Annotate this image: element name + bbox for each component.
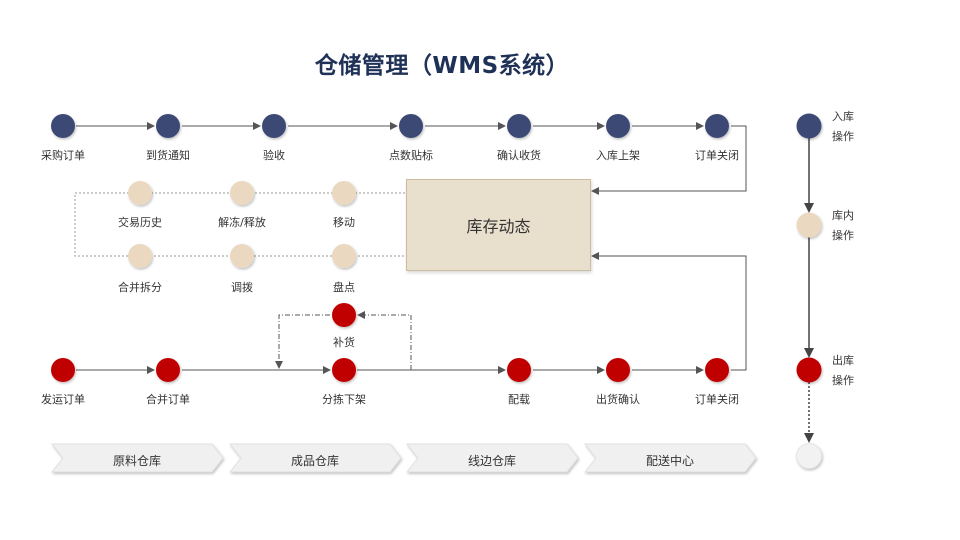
outbound-label: 合并订单 — [146, 393, 190, 406]
inbound-node — [705, 114, 729, 138]
legend-label-line: 库内 — [832, 209, 854, 222]
internal-node — [230, 181, 254, 205]
legend-column — [796, 113, 822, 469]
internal-label: 盘点 — [333, 281, 355, 294]
outbound-label: 配载 — [508, 393, 530, 406]
replenish-loop — [275, 311, 412, 370]
internal-label: 调拨 — [231, 281, 253, 294]
legend-outbound-node — [796, 357, 822, 383]
legend-internal-node — [796, 212, 822, 238]
inbound-node — [262, 114, 286, 138]
outbound-node — [332, 358, 356, 382]
page-title: 仓储管理（WMS系统） — [314, 53, 570, 79]
warehouse-banners — [51, 443, 757, 473]
internal-node — [128, 181, 152, 205]
outbound-label: 订单关闭 — [695, 393, 739, 406]
warehouse-label: 成品仓库 — [290, 454, 340, 468]
inbound-label: 采购订单 — [41, 149, 85, 162]
inventory-dynamics-box: 库存动态 — [406, 179, 591, 271]
legend-label-line: 入库 — [832, 110, 854, 123]
inbound-label: 确认收货 — [497, 149, 541, 162]
replenish-in-arrow — [357, 311, 412, 370]
outbound-node — [507, 358, 531, 382]
inbound-connectors — [76, 122, 747, 195]
legend-label: 出库 操作 — [832, 351, 854, 391]
inventory-dynamics-label: 库存动态 — [466, 217, 531, 236]
outbound-nodes — [51, 303, 729, 382]
inbound-node — [156, 114, 180, 138]
legend-label-line: 操作 — [832, 130, 854, 143]
inbound-label: 订单关闭 — [695, 149, 739, 162]
inbound-node — [399, 114, 423, 138]
inbound-label: 验收 — [263, 149, 285, 162]
banner-shape — [229, 443, 402, 473]
replenish-label: 补货 — [333, 336, 355, 349]
warehouse-label: 配送中心 — [645, 454, 695, 468]
internal-label: 交易历史 — [118, 216, 162, 229]
inbound-to-inventory-arrow — [591, 125, 747, 195]
internal-node — [230, 244, 254, 268]
outbound-to-inventory-arrow — [591, 252, 747, 371]
replenish-out-arrow — [275, 314, 330, 369]
legend-label: 入库 操作 — [832, 107, 854, 147]
inbound-nodes — [51, 114, 729, 138]
outbound-connectors — [76, 252, 747, 374]
outbound-label: 分拣下架 — [322, 393, 366, 406]
internal-label: 解冻/释放 — [218, 216, 266, 229]
internal-nodes — [128, 181, 356, 268]
banner-shape — [406, 443, 579, 473]
outbound-node — [156, 358, 180, 382]
outbound-node — [606, 358, 630, 382]
outbound-node — [51, 358, 75, 382]
legend-label-line: 操作 — [832, 374, 854, 387]
inbound-node — [51, 114, 75, 138]
inbound-node — [507, 114, 531, 138]
inbound-label: 入库上架 — [596, 149, 640, 162]
internal-node — [332, 244, 356, 268]
warehouse-label: 原料仓库 — [112, 454, 162, 468]
outbound-node — [705, 358, 729, 382]
banner-shape — [51, 443, 224, 473]
inbound-label: 点数贴标 — [389, 149, 433, 162]
outbound-label: 发运订单 — [41, 393, 85, 406]
internal-label: 合并拆分 — [118, 281, 162, 294]
inbound-node — [606, 114, 630, 138]
internal-node — [128, 244, 152, 268]
legend-label: 库内 操作 — [832, 206, 854, 246]
legend-inbound-node — [796, 113, 822, 139]
internal-node — [332, 181, 356, 205]
outbound-label: 出货确认 — [596, 393, 640, 406]
legend-label-line: 操作 — [832, 229, 854, 242]
replenish-node — [332, 303, 356, 327]
warehouse-label: 线边仓库 — [467, 454, 517, 468]
banner-shape — [584, 443, 757, 473]
inbound-label: 到货通知 — [146, 149, 190, 162]
internal-label: 移动 — [333, 216, 355, 229]
legend-label-line: 出库 — [832, 354, 854, 367]
legend-end-node — [796, 443, 822, 469]
